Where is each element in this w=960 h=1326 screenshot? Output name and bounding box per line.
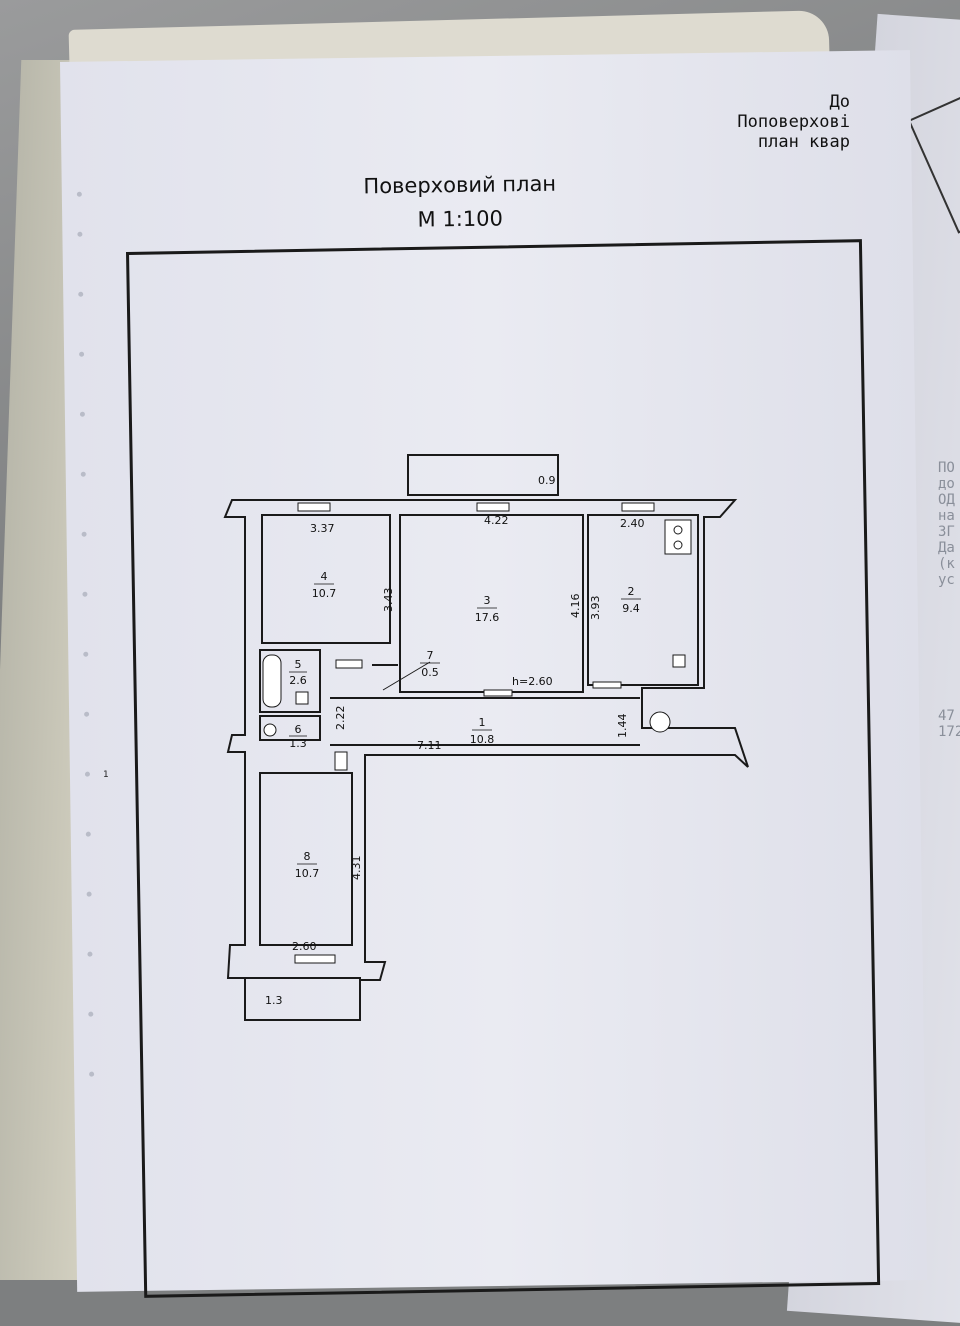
room-2-number: 2 [628, 585, 635, 598]
toilet [263, 723, 277, 737]
document-header: До Поповерхові план квар [737, 92, 850, 152]
header-line-2: Поповерхові [737, 112, 850, 132]
side-text-line: Да [938, 540, 955, 556]
room-8-outline [259, 772, 353, 946]
dim-room4-width: 3.37 [310, 522, 335, 535]
room-3-number: 3 [484, 594, 491, 607]
window-room-8 [294, 954, 336, 964]
room-8-number: 8 [304, 850, 311, 863]
room-8-area: 10.7 [295, 867, 320, 880]
dim-corridor-width: 1.44 [616, 714, 629, 739]
window-room-3 [476, 502, 510, 512]
side-text-line: на [938, 508, 955, 524]
dim-balcony-top: 0.9 [538, 474, 556, 487]
room-5-number: 5 [295, 658, 302, 671]
door-room-3 [483, 689, 513, 697]
stove-burner-2 [673, 540, 683, 550]
room-2-area: 9.4 [622, 602, 640, 615]
room-4-area: 10.7 [312, 587, 337, 600]
side-text-line: ЗГ [938, 524, 955, 540]
room-6-area: 1.3 [289, 737, 307, 750]
side-text-line: ПО [938, 460, 955, 476]
window-room-4 [297, 502, 331, 512]
dim-room3-depth: 4.16 [569, 594, 582, 619]
room-6-number: 6 [295, 723, 302, 736]
side-text-line: 47 [938, 708, 955, 724]
bottom-balcony-frame [244, 977, 361, 1021]
side-text-block: ПО до ОД на ЗГ Да (к ус [938, 460, 955, 588]
floor-plan-drawing: 4 10.7 3 17.6 2 9.4 5 2.6 6 1.3 7 0.5 1 … [223, 454, 749, 1021]
side-text-block-lower: 47 172 [938, 708, 960, 740]
side-text-line: до [938, 476, 955, 492]
room-5-outline [259, 649, 321, 713]
dim-room4-depth: 3.43 [382, 588, 395, 613]
side-text-line: ус [938, 572, 955, 588]
room-5-area: 2.6 [289, 674, 307, 687]
room-2-outline [587, 514, 699, 686]
sink [295, 691, 309, 705]
margin-mark: 1 [103, 770, 109, 780]
dim-room2-width: 2.40 [620, 517, 645, 530]
room-1-area: 10.8 [470, 733, 495, 746]
room-3-area: 17.6 [475, 611, 500, 624]
door-room-8 [334, 751, 348, 771]
side-text-line: (к [938, 556, 955, 572]
stove-burner-1 [673, 525, 683, 535]
side-text-line: 172 [938, 724, 960, 740]
top-balcony [407, 454, 559, 496]
door-room-4 [335, 659, 363, 669]
header-line-3: план квар [757, 132, 850, 152]
outer-wall [223, 499, 749, 1021]
room-7-leader-line [382, 661, 431, 691]
window-room-2 [621, 502, 655, 512]
room-4-number: 4 [321, 570, 328, 583]
dim-room3-width: 4.22 [484, 514, 509, 527]
room-6-outline [259, 715, 321, 741]
dim-balcony-bottom: 1.3 [265, 994, 283, 1007]
bathtub [262, 654, 282, 708]
room-7-area: 0.5 [421, 666, 439, 679]
dim-room2-depth: 3.93 [589, 596, 602, 621]
meter-symbol [649, 711, 671, 733]
header-line-1: До [829, 92, 850, 112]
side-text-line: ОД [938, 492, 955, 508]
dim-bath-depth: 2.22 [334, 706, 347, 731]
room-7-number: 7 [427, 649, 434, 662]
dim-ceiling-height: h=2.60 [512, 675, 553, 688]
kitchen-fixture [672, 654, 686, 668]
dim-corridor-length: 7.11 [417, 739, 442, 752]
door-room-2 [592, 681, 622, 689]
dim-room8-depth: 4.31 [350, 856, 363, 881]
room-1-number: 1 [479, 716, 486, 729]
room-4-outline [261, 514, 391, 644]
dim-room8-width: 2.60 [292, 940, 317, 953]
